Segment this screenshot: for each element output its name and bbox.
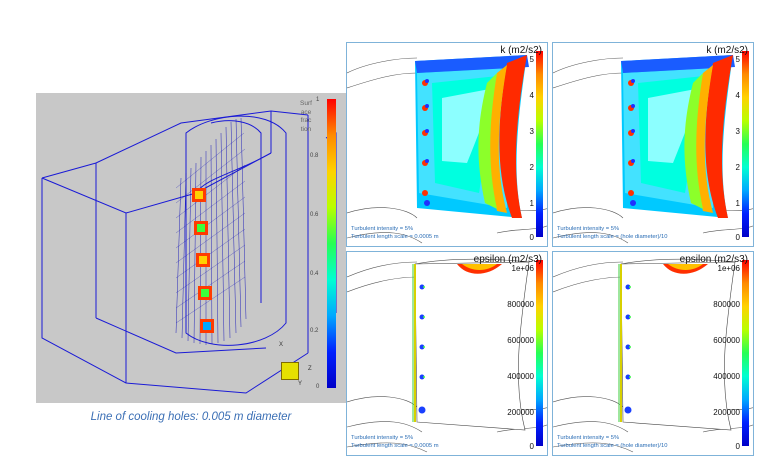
surface-fraction-colorbar [327,99,336,388]
panel-note: Turbulent intensity = 5% [351,226,414,232]
panel-tick: 5 [529,55,534,64]
panel-colorbar [536,51,543,237]
panel-tick: 200000 [507,408,534,417]
colorbar-tick: 0.8 [310,153,319,159]
contour-plot [347,258,547,453]
contour-panel-k-a: k (m2/s2) 5 4 3 2 1 0 Turbulent intensit… [346,42,548,247]
axis-x-label: X [279,342,284,348]
contour-panel-k-b: k (m2/s2) 5 4 3 2 1 0 Turbulent intensit… [552,42,754,247]
panel-tick: 200000 [713,408,740,417]
contour-plot [347,55,547,244]
panel-colorbar [536,260,543,446]
panel-tick: 4 [529,91,534,100]
left-caption: Line of cooling holes: 0.005 m diameter [90,411,292,423]
panel-tick: 2 [529,163,534,172]
contour-plot [553,258,753,453]
panel-tick: 800000 [713,300,740,309]
colorbar-tick: 0 [316,384,320,390]
mesh-render-panel [36,93,346,403]
panel-note: Turbulent length scale = 0.0005 m [351,234,439,240]
panel-tick: 1e+06 [511,264,534,273]
panel-tick: 0 [529,233,534,242]
panel-tick: 0 [735,233,740,242]
panel-tick: 800000 [507,300,534,309]
panel-tick: 3 [529,127,534,136]
panel-tick: 0 [735,442,740,451]
panel-title: epsilon (m2/s3) [473,254,542,265]
colorbar-tick: 1 [316,97,320,103]
panel-tick: 400000 [507,372,534,381]
colorbar-tick: 0.2 [310,328,319,334]
panel-note: Turbulent intensity = 5% [351,435,414,441]
panel-title: k (m2/s2) [500,45,542,56]
panel-tick: 1 [735,199,740,208]
panel-tick: 3 [735,127,740,136]
axis-y-label: Y [298,381,303,387]
panel-note: Turbulent intensity = 5% [557,435,620,441]
colorbar-tick: 0.4 [310,271,319,277]
panel-colorbar [742,260,749,446]
panel-tick: 600000 [713,336,740,345]
panel-tick: 1 [529,199,534,208]
panel-title: epsilon (m2/s3) [679,254,748,265]
panel-note: Turbulent length scale = (hole diameter)… [557,443,668,449]
contour-panel-epsilon-a: epsilon (m2/s3) 1e+06 800000 600000 4000… [346,251,548,456]
panel-tick: 5 [735,55,740,64]
mesh-wireframe-drawing [41,110,337,394]
panel-note: Turbulent intensity = 5% [557,226,620,232]
contour-grid: k (m2/s2) 5 4 3 2 1 0 Turbulent intensit… [346,42,754,456]
axis-z-label: Z [308,366,312,372]
panel-tick: 2 [735,163,740,172]
panel-tick: 600000 [507,336,534,345]
colorbar-title: Surface fraction [300,100,312,133]
panel-tick: 1e+06 [717,264,740,273]
colorbar-tick: 0.6 [310,212,319,218]
panel-colorbar [742,51,749,237]
panel-tick: 400000 [713,372,740,381]
panel-tick: 0 [529,442,534,451]
panel-title: k (m2/s2) [706,45,748,56]
contour-plot [553,55,753,244]
panel-note: Turbulent length scale = 0.0005 m [351,443,439,449]
orientation-cube-icon[interactable] [281,362,299,380]
panel-note: Turbulent length scale = (hole diameter)… [557,234,668,240]
panel-tick: 4 [735,91,740,100]
contour-panel-epsilon-b: epsilon (m2/s3) 1e+06 800000 600000 4000… [552,251,754,456]
